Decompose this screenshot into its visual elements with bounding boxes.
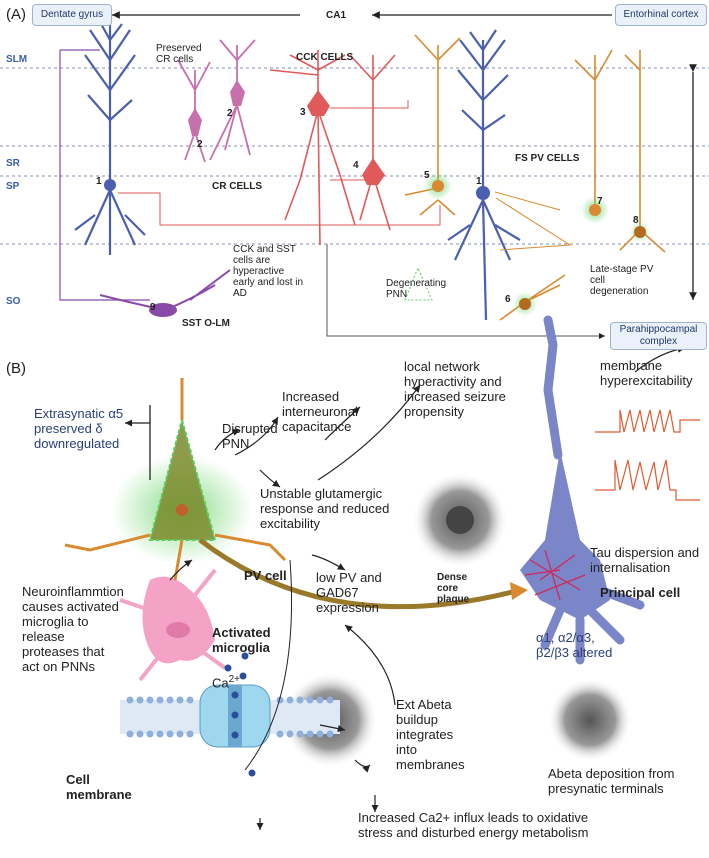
dentate-gyrus-box: Dentate gyrus — [32, 4, 112, 26]
blue-pyramidal-cell-right — [447, 29, 521, 321]
unstable-response-text: Unstable glutamergic response and reduce… — [260, 486, 390, 531]
increased-ca-text: Increased Ca2+ influx leads to oxidative… — [358, 810, 589, 840]
ap-traces — [595, 409, 700, 501]
num-4: 4 — [353, 160, 359, 171]
num-8: 8 — [633, 215, 639, 226]
panel-b-arrows — [124, 345, 686, 812]
num-1-left: 1 — [96, 176, 102, 187]
layer-slm: SLM — [6, 54, 28, 65]
cell-membrane-label: Cell membrane — [66, 772, 132, 802]
abeta-deposition-text: Abeta deposition from presynatic termina… — [548, 766, 675, 796]
disrupted-pnn-text: Disrupted PNN — [222, 421, 278, 451]
sst-olm-label: SST O-LM — [182, 318, 230, 329]
fs-pv-cells-label: FS PV CELLS — [515, 153, 580, 164]
ca1-label: CA1 — [326, 10, 347, 21]
blue-pyramidal-cell-left — [74, 21, 146, 255]
principal-dendrites — [540, 315, 645, 665]
layer-so: SO — [6, 296, 21, 307]
panel-b-label: (B) — [6, 360, 26, 377]
cck-cells — [269, 50, 396, 246]
pv-cell-label: PV cell — [244, 568, 287, 583]
layer-sr: SR — [6, 158, 20, 169]
pv-axon — [198, 538, 521, 610]
pv-soma — [150, 420, 215, 540]
principal-cell-label: Principal cell — [600, 585, 681, 600]
low-pv-text: low PV and GAD67 expression — [316, 570, 382, 615]
tau-text: Tau dispersion and internalisation — [590, 545, 700, 575]
membrane-hyperexcitability-text: membrane hyperexcitability — [600, 358, 693, 388]
pv-axons — [494, 191, 572, 251]
num-2-lower: 2 — [197, 139, 203, 150]
preserved-cr-label: Preserved CR cells — [156, 43, 202, 65]
degenerating-pnn-label: Degenerating PNN — [386, 278, 447, 300]
parahippocampal-box: Parahippocampal complex — [610, 322, 707, 350]
olm-soma — [149, 303, 177, 317]
late-stage-label: Late-stage PV cell degeneration — [590, 264, 654, 297]
alpha-subunits-text: α1, α2/α3, β2/β3 altered — [536, 630, 613, 660]
layer-sp: SP — [6, 181, 20, 192]
extrasynaptic-text: Extrasynatic α5 preserved δ downregulate… — [34, 406, 124, 451]
num-7: 7 — [597, 196, 603, 207]
activated-microglia-label: Activated microglia — [212, 625, 271, 655]
num-1-right: 1 — [476, 176, 482, 187]
abeta-plaque — [548, 678, 632, 762]
num-3: 3 — [300, 107, 306, 118]
increased-capacitance-text: Increased interneuronal capacitance — [282, 389, 358, 434]
axon-to-membrane — [244, 559, 293, 771]
neuroinflammation-text: Neuroinflammtion causes activated microg… — [22, 584, 124, 674]
ca-superscript: 2+ — [228, 674, 241, 685]
num-5: 5 — [424, 170, 430, 181]
cck-cells-label: CCK CELLS — [296, 52, 354, 63]
microglia-body — [142, 576, 215, 664]
pv-cells — [404, 34, 666, 321]
num-2-upper: 2 — [227, 108, 233, 119]
tau-tangle — [524, 549, 586, 601]
panel-a-label: (A) — [6, 6, 26, 23]
ext-abeta-text: Ext Abeta buildup integrates into membra… — [396, 697, 465, 772]
ca-text: Ca — [212, 675, 229, 691]
num-6: 6 — [505, 294, 511, 305]
cr-cells-label: CR CELLS — [212, 181, 262, 192]
entorhinal-cortex-box: Entorhinal cortex — [615, 4, 707, 26]
local-network-text: local network hyperactivity and increase… — [404, 359, 506, 419]
cck-sst-note: CCK and SST cells are hyperactive early … — [233, 244, 304, 299]
num-9: 9 — [150, 302, 156, 313]
arrow-to-parahippocampal — [326, 244, 605, 339]
olm-axon — [59, 50, 150, 301]
pv-dendrites — [64, 378, 287, 581]
principal-soma — [520, 450, 610, 620]
degenerating-pnn-shape — [404, 266, 433, 301]
layer-boundaries — [0, 67, 709, 245]
dense-core-label: Dense core plaque — [437, 572, 470, 605]
cck-connections — [118, 100, 441, 226]
ca-label: Ca2+ — [212, 672, 240, 690]
cr-cells — [177, 39, 256, 163]
cell-membrane-drawing — [120, 652, 340, 777]
